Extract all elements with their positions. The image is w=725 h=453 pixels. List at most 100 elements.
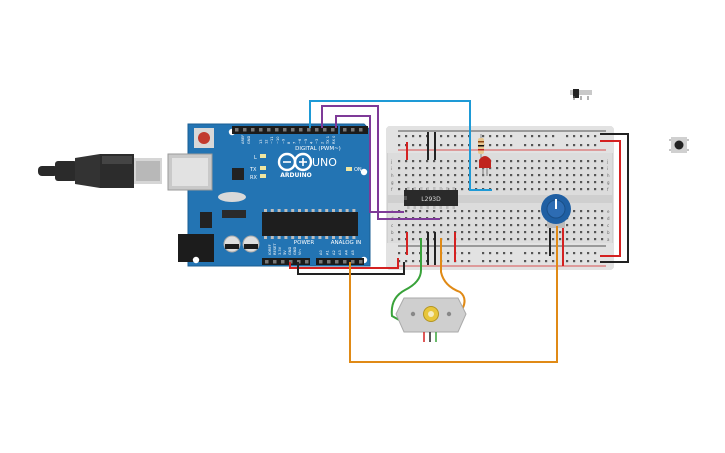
- rail-hole[interactable]: [552, 260, 555, 263]
- breadboard-hole[interactable]: [405, 181, 408, 184]
- breadboard-hole[interactable]: [454, 160, 457, 163]
- rail-hole[interactable]: [566, 260, 569, 263]
- breadboard-hole[interactable]: [545, 238, 548, 241]
- breadboard-hole[interactable]: [587, 167, 590, 170]
- digital-pin[interactable]: [307, 128, 311, 132]
- breadboard-hole[interactable]: [454, 167, 457, 170]
- breadboard-hole[interactable]: [594, 181, 597, 184]
- breadboard-hole[interactable]: [531, 181, 534, 184]
- breadboard-hole[interactable]: [412, 238, 415, 241]
- red-led[interactable]: [479, 156, 491, 176]
- rail-hole[interactable]: [573, 135, 576, 138]
- breadboard-hole[interactable]: [545, 181, 548, 184]
- breadboard-hole[interactable]: [538, 188, 541, 191]
- breadboard-hole[interactable]: [573, 188, 576, 191]
- breadboard-hole[interactable]: [580, 238, 583, 241]
- breadboard-hole[interactable]: [545, 188, 548, 191]
- rail-hole[interactable]: [566, 135, 569, 138]
- digital-pin[interactable]: [299, 128, 303, 132]
- rail-hole[interactable]: [440, 135, 443, 138]
- breadboard-hole[interactable]: [594, 210, 597, 213]
- breadboard-hole[interactable]: [510, 217, 513, 220]
- rail-hole[interactable]: [482, 252, 485, 255]
- rail-hole[interactable]: [503, 260, 506, 263]
- breadboard-hole[interactable]: [559, 238, 562, 241]
- rail-hole[interactable]: [405, 135, 408, 138]
- power-pin[interactable]: [305, 260, 309, 264]
- rail-hole[interactable]: [531, 252, 534, 255]
- breadboard-hole[interactable]: [496, 217, 499, 220]
- breadboard-hole[interactable]: [482, 181, 485, 184]
- potentiometer[interactable]: [541, 194, 571, 228]
- rail-hole[interactable]: [496, 260, 499, 263]
- rail-hole[interactable]: [580, 144, 583, 147]
- breadboard-hole[interactable]: [573, 160, 576, 163]
- rail-hole[interactable]: [545, 260, 548, 263]
- rail-hole[interactable]: [524, 144, 527, 147]
- rail-hole[interactable]: [580, 252, 583, 255]
- rail-hole[interactable]: [468, 252, 471, 255]
- breadboard-hole[interactable]: [461, 160, 464, 163]
- breadboard-hole[interactable]: [489, 174, 492, 177]
- breadboard-hole[interactable]: [559, 174, 562, 177]
- rail-hole[interactable]: [489, 252, 492, 255]
- breadboard-hole[interactable]: [524, 188, 527, 191]
- breadboard-hole[interactable]: [573, 210, 576, 213]
- breadboard-hole[interactable]: [440, 210, 443, 213]
- breadboard-hole[interactable]: [580, 188, 583, 191]
- digital-pin[interactable]: [315, 128, 319, 132]
- rail-hole[interactable]: [510, 260, 513, 263]
- rail-hole[interactable]: [580, 135, 583, 138]
- breadboard-hole[interactable]: [517, 181, 520, 184]
- breadboard-hole[interactable]: [552, 181, 555, 184]
- rail-hole[interactable]: [461, 252, 464, 255]
- breadboard-hole[interactable]: [552, 238, 555, 241]
- breadboard-hole[interactable]: [552, 167, 555, 170]
- breadboard-hole[interactable]: [447, 224, 450, 227]
- digital-pin[interactable]: [251, 128, 255, 132]
- rail-hole[interactable]: [531, 260, 534, 263]
- breadboard-hole[interactable]: [531, 224, 534, 227]
- rail-hole[interactable]: [580, 260, 583, 263]
- breadboard-hole[interactable]: [405, 224, 408, 227]
- rail-hole[interactable]: [587, 260, 590, 263]
- breadboard-hole[interactable]: [538, 181, 541, 184]
- breadboard-hole[interactable]: [503, 181, 506, 184]
- breadboard-hole[interactable]: [552, 231, 555, 234]
- breadboard-hole[interactable]: [566, 238, 569, 241]
- breadboard-hole[interactable]: [580, 160, 583, 163]
- breadboard-hole[interactable]: [517, 231, 520, 234]
- breadboard-hole[interactable]: [440, 174, 443, 177]
- breadboard-hole[interactable]: [510, 188, 513, 191]
- breadboard-hole[interactable]: [433, 224, 436, 227]
- breadboard-hole[interactable]: [454, 181, 457, 184]
- breadboard-hole[interactable]: [419, 224, 422, 227]
- breadboard-hole[interactable]: [489, 224, 492, 227]
- breadboard-hole[interactable]: [552, 160, 555, 163]
- digital-pin[interactable]: [351, 128, 355, 132]
- breadboard-hole[interactable]: [594, 160, 597, 163]
- rail-hole[interactable]: [552, 252, 555, 255]
- rail-hole[interactable]: [531, 144, 534, 147]
- breadboard-hole[interactable]: [524, 181, 527, 184]
- digital-pin[interactable]: [331, 128, 335, 132]
- rail-hole[interactable]: [503, 135, 506, 138]
- analog-pin[interactable]: [319, 260, 323, 264]
- breadboard-hole[interactable]: [503, 188, 506, 191]
- breadboard-hole[interactable]: [440, 224, 443, 227]
- digital-pin[interactable]: [343, 128, 347, 132]
- rail-hole[interactable]: [489, 135, 492, 138]
- breadboard-hole[interactable]: [587, 181, 590, 184]
- breadboard-hole[interactable]: [398, 181, 401, 184]
- breadboard-hole[interactable]: [510, 181, 513, 184]
- breadboard-hole[interactable]: [531, 217, 534, 220]
- rail-hole[interactable]: [489, 260, 492, 263]
- breadboard-hole[interactable]: [524, 210, 527, 213]
- breadboard-hole[interactable]: [412, 231, 415, 234]
- rail-hole[interactable]: [524, 135, 527, 138]
- breadboard-hole[interactable]: [503, 210, 506, 213]
- breadboard-hole[interactable]: [405, 174, 408, 177]
- breadboard-hole[interactable]: [510, 238, 513, 241]
- analog-pin[interactable]: [343, 260, 347, 264]
- breadboard-hole[interactable]: [510, 224, 513, 227]
